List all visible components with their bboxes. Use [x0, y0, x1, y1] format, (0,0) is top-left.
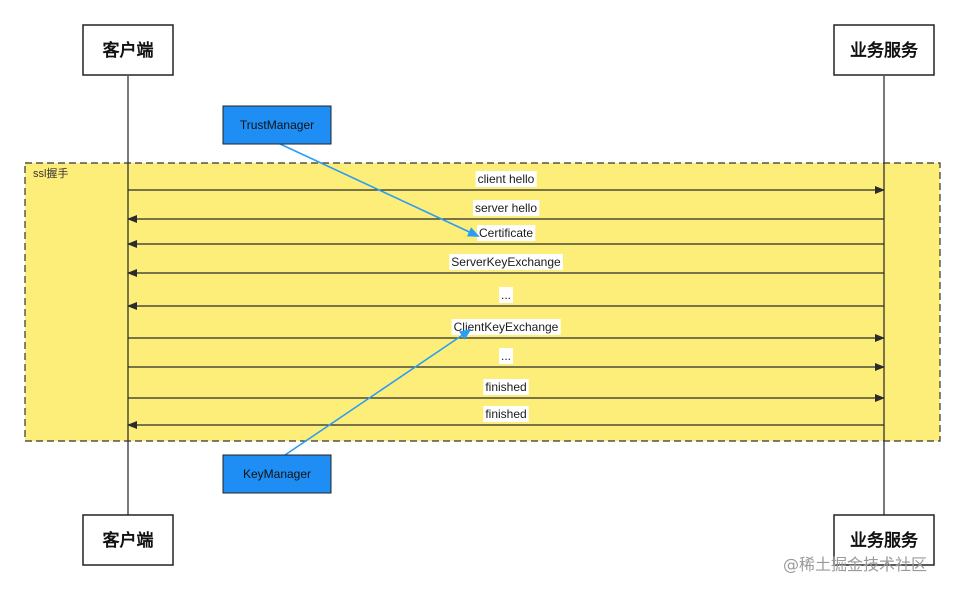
message-label: finished: [485, 407, 526, 421]
message-label-bg: [472, 200, 540, 216]
client-actor-bottom-label: 客户端: [102, 530, 154, 551]
message-label-bg: [498, 348, 514, 364]
message-label: Certificate: [479, 226, 533, 240]
client-actor-top: 客户端: [82, 24, 174, 76]
keymanager-label: KeyManager: [243, 467, 311, 481]
watermark: @稀土掘金技术社区: [783, 555, 928, 574]
message-label: ...: [501, 288, 511, 302]
message-label: finished: [485, 380, 526, 394]
message-label: server hello: [475, 201, 537, 215]
message-label: ServerKeyExchange: [451, 255, 561, 269]
message-label-bg: [498, 287, 514, 303]
trustmanager-box: TrustManager: [222, 105, 332, 145]
message-label: ClientKeyExchange: [454, 320, 559, 334]
server-actor-top-label: 业务服务: [850, 40, 919, 61]
server-actor-bottom: 业务服务: [833, 514, 935, 566]
message-label-bg: [475, 171, 537, 187]
keymanager-box: KeyManager: [222, 454, 332, 494]
trustmanager-label: TrustManager: [240, 118, 314, 132]
keymanager-connector: [284, 328, 472, 456]
message-label: ...: [501, 349, 511, 363]
trustmanager-connector: [277, 142, 480, 237]
message-label-bg: [451, 319, 561, 335]
client-actor-bottom: 客户端: [82, 514, 174, 566]
message-label-bg: [483, 379, 529, 395]
client-actor-top-label: 客户端: [102, 40, 154, 61]
message-label-bg: [483, 406, 529, 422]
message-label-bg: [449, 254, 564, 270]
message-label: client hello: [478, 172, 535, 186]
message-label-bg: [476, 225, 536, 241]
message-arrows: client hello server helloCertificateServe…: [127, 171, 885, 429]
server-actor-top: 业务服务: [833, 24, 935, 76]
ssl-handshake-frame-label: ssl握手: [33, 166, 68, 180]
server-actor-bottom-label: 业务服务: [850, 530, 919, 551]
